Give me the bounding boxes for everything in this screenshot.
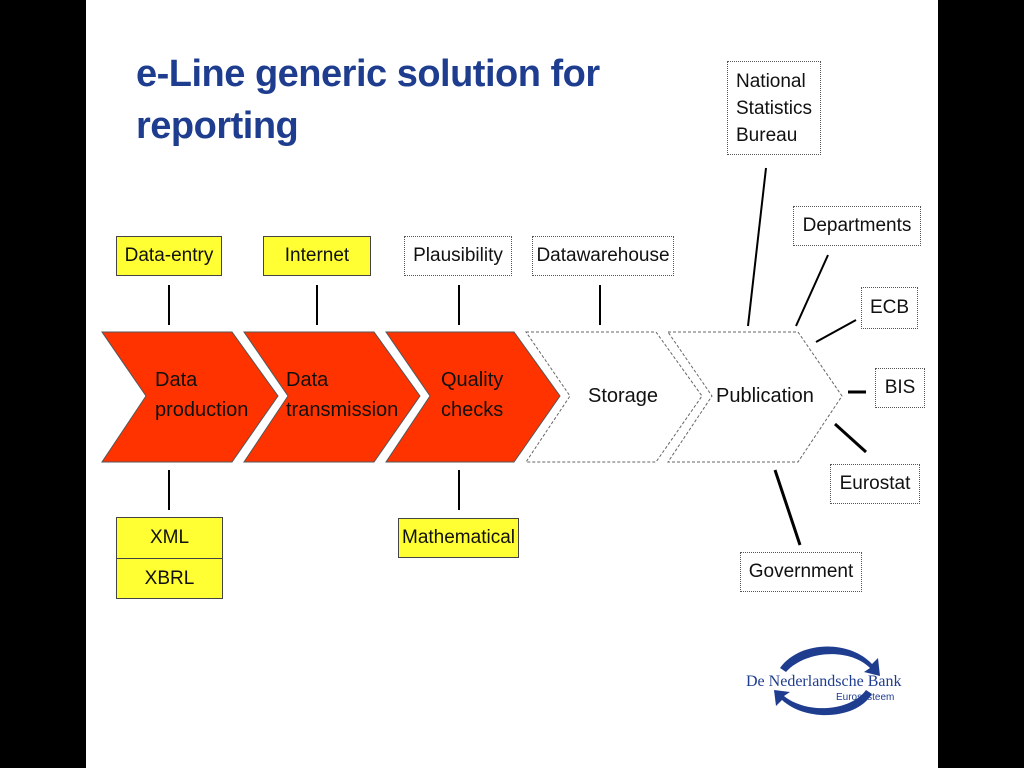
stage-label-quality-checks-line1: Quality — [441, 369, 503, 391]
recipient-government: Government — [740, 552, 862, 592]
label-datawarehouse: Datawarehouse — [532, 236, 674, 276]
stage-label-quality-checks-line2: checks — [441, 399, 503, 421]
logo-name: De Nederlandsche Bank — [746, 673, 902, 690]
connector-departments — [795, 254, 829, 327]
stage-label-publication: Publication — [716, 385, 814, 407]
recipient-departments: Departments — [793, 206, 921, 246]
recipient-eurostat: Eurostat — [830, 464, 920, 504]
connector-lines — [168, 167, 868, 546]
stage-label-data-production-line2: production — [155, 399, 248, 421]
label-plausibility: Plausibility — [404, 236, 512, 276]
recipient-national-line2: Statistics — [736, 97, 813, 119]
stage-label-data-transmission-line2: transmission — [286, 399, 398, 421]
stage-label-data-transmission-line1: Data — [286, 369, 329, 391]
connector-government — [773, 469, 802, 546]
label-xbrl: XBRL — [117, 558, 222, 599]
label-internet: Internet — [263, 236, 371, 276]
chevron-storage — [525, 331, 703, 463]
recipient-national-line3: Bureau — [736, 124, 798, 146]
recipient-ecb: ECB — [861, 287, 918, 329]
connector-national-statistics — [747, 167, 767, 327]
chevron-quality-checks — [385, 331, 561, 463]
recipient-national-statistics-bureau: National Statistics Bureau — [727, 61, 821, 155]
page-title: e-Line generic solution for reporting — [136, 53, 600, 147]
recipient-bis: BIS — [875, 368, 925, 408]
label-xml: XML — [149, 527, 190, 548]
dnb-logo-emblem — [774, 646, 880, 716]
stage-label-storage: Storage — [588, 385, 658, 407]
format-stack: XML XBRL — [116, 517, 223, 599]
recipient-national-line1: National — [736, 70, 806, 92]
stage-label-data-production-line1: Data — [155, 369, 198, 391]
connector-eurostat — [833, 422, 868, 454]
chevron-data-production — [101, 331, 279, 463]
label-mathematical: Mathematical — [398, 518, 519, 558]
logo-subtitle: Eurosysteem — [836, 692, 895, 703]
label-data-entry: Data-entry — [116, 236, 222, 276]
chevron-publication — [667, 331, 843, 463]
chevron-data-transmission — [243, 331, 421, 463]
connector-ecb — [815, 319, 857, 343]
